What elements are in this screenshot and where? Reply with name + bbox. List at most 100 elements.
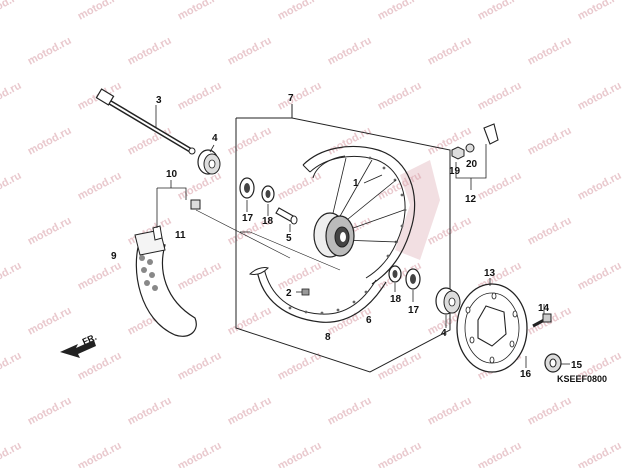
rim-decal — [395, 160, 440, 260]
distance-collar — [275, 207, 298, 225]
watermark-text: motod.ru — [326, 395, 374, 428]
wheel-rim — [249, 145, 416, 323]
speedo-bracket — [483, 123, 499, 145]
side-collar-right — [435, 287, 461, 315]
callout-6: 6 — [366, 315, 372, 326]
callout-labels: 1 2 3 4 4 5 6 7 8 9 10 11 12 13 14 15 16… — [111, 93, 583, 380]
valve — [301, 288, 310, 296]
watermark-text: motod.ru — [276, 260, 324, 293]
callout-7: 7 — [288, 93, 294, 104]
callout-18-left: 18 — [262, 216, 274, 227]
disc-bolt — [532, 313, 552, 328]
watermark-text: motod.ru — [176, 350, 224, 383]
front-fork-leg — [134, 229, 197, 337]
watermark-text: motod.ru — [226, 395, 274, 428]
watermark-text: motod.ru — [476, 170, 524, 203]
watermark-text: motod.ru — [26, 395, 74, 428]
watermark-text: motod.ru — [176, 260, 224, 293]
watermark-text: motod.ru — [576, 170, 624, 203]
watermark-text: motod.ru — [26, 125, 74, 158]
watermark-text: motod.ru — [476, 0, 524, 23]
watermark-text: motod.ru — [526, 395, 574, 428]
watermark-text: motod.ru — [526, 125, 574, 158]
diagram-code: KSEEF0800 — [557, 374, 607, 384]
watermark-text: motod.ru — [126, 35, 174, 68]
watermark-text: motod.ru — [0, 170, 24, 203]
callout-3: 3 — [156, 95, 162, 106]
front-direction-arrow: FR. — [60, 332, 98, 358]
watermark-text: motod.ru — [0, 350, 24, 383]
bearing-right-outer — [405, 268, 421, 290]
watermark-text: motod.ru — [226, 125, 274, 158]
watermark-text: motod.ru — [76, 350, 124, 383]
watermark-text: motod.ru — [276, 80, 324, 113]
watermark-text: motod.ru — [26, 35, 74, 68]
bearing-left — [239, 177, 255, 199]
callout-1: 1 — [353, 178, 359, 189]
watermark-text: motod.ru — [276, 440, 324, 468]
side-collar-left — [197, 149, 221, 175]
callout-13: 13 — [484, 268, 496, 279]
axle-nut — [544, 353, 562, 373]
hex-nut — [190, 199, 201, 210]
watermark-text: motod.ru — [526, 215, 574, 248]
watermark-text: motod.ru — [476, 80, 524, 113]
watermark-text: motod.ru — [0, 260, 24, 293]
speedo-nut — [451, 146, 465, 160]
axle — [95, 88, 196, 155]
callout-12: 12 — [465, 194, 477, 205]
callout-8: 8 — [325, 332, 331, 343]
watermark-text: motod.ru — [76, 0, 124, 23]
callout-17-right: 17 — [408, 305, 420, 316]
callout-2: 2 — [286, 288, 292, 299]
watermark-text: motod.ru — [376, 80, 424, 113]
watermark-text: motod.ru — [76, 440, 124, 468]
watermark-text: motod.ru — [476, 440, 524, 468]
callout-11: 11 — [175, 230, 186, 241]
callout-19: 19 — [449, 166, 461, 177]
callout-10: 10 — [166, 169, 178, 180]
callout-16: 16 — [520, 369, 532, 380]
callout-20: 20 — [466, 159, 478, 170]
watermark-text: motod.ru — [0, 0, 24, 23]
bearing-right — [388, 265, 402, 283]
callout-4-right: 4 — [441, 328, 447, 339]
watermark-text: motod.ru — [76, 170, 124, 203]
watermark-text: motod.ru — [176, 440, 224, 468]
watermark-text: motod.ru — [276, 0, 324, 23]
watermark-text: motod.ru — [276, 170, 324, 203]
watermark-text: motod.ru — [176, 80, 224, 113]
callout-4-left: 4 — [212, 133, 218, 144]
brake-disc — [456, 283, 528, 373]
callout-14: 14 — [538, 303, 550, 314]
clip — [152, 225, 163, 241]
bearing-left-inner — [261, 185, 275, 203]
watermark-text: motod.ru — [0, 80, 24, 113]
callout-18-right: 18 — [390, 294, 402, 305]
watermark-text: motod.ru — [426, 395, 474, 428]
speedo-bolt — [465, 143, 475, 153]
watermark-text: motod.ru — [576, 260, 624, 293]
callout-17-left: 17 — [242, 213, 254, 224]
watermark-text: motod.ru — [576, 80, 624, 113]
watermark-text: motod.ru — [26, 305, 74, 338]
callout-9: 9 — [111, 251, 117, 262]
watermark-text: motod.ru — [576, 440, 624, 468]
watermark-text: motod.ru — [126, 125, 174, 158]
watermark-text: motod.ru — [0, 440, 24, 468]
watermark-text: motod.ru — [326, 35, 374, 68]
watermark-text: motod.ru — [176, 0, 224, 23]
watermark-text: motod.ru — [376, 440, 424, 468]
watermark-text: motod.ru — [426, 35, 474, 68]
watermark-text: motod.ru — [76, 260, 124, 293]
watermark-text: motod.ru — [576, 0, 624, 23]
wheel-hub — [313, 212, 355, 258]
watermark-text: motod.ru — [176, 170, 224, 203]
watermark-text: motod.ru — [226, 35, 274, 68]
watermark-text: motod.ru — [376, 0, 424, 23]
watermark-text: motod.ru — [376, 350, 424, 383]
callout-15: 15 — [571, 360, 583, 371]
watermark-text: motod.ru — [526, 35, 574, 68]
